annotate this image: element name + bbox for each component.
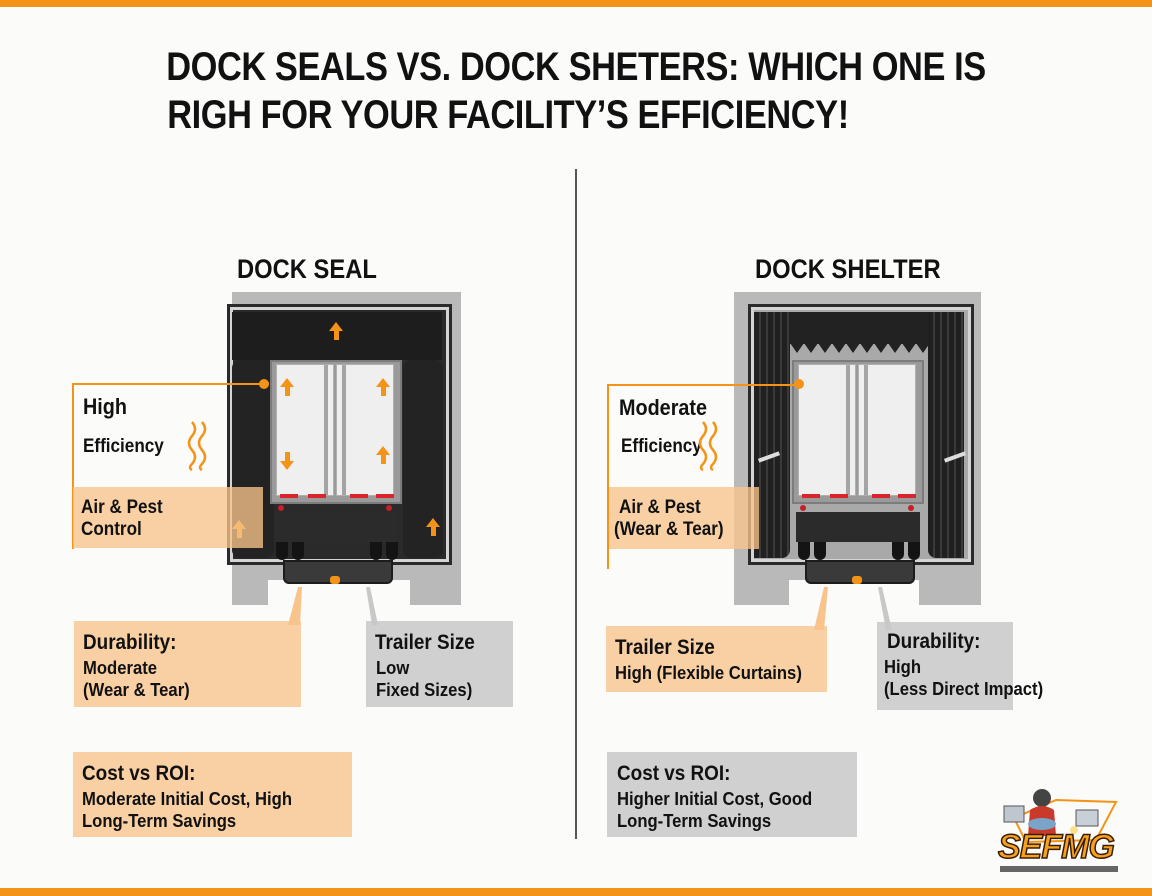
shelter-cost-roi-box: Cost vs ROI: Higher Initial Cost, Good L… <box>607 752 857 837</box>
logo-text: SEFMG <box>997 827 1115 867</box>
shelter-trailer-size-value: High (Flexible Curtains) <box>615 662 802 683</box>
seal-cost-roi-title: Cost vs ROI: <box>82 762 196 785</box>
seal-durability-title: Durability: <box>83 631 177 654</box>
right-curtain <box>928 312 964 558</box>
shelter-pointers <box>814 587 892 630</box>
seal-air-pest-line-1: Air & Pest <box>81 497 163 518</box>
page-title-line-2: RIGH FOR YOUR FACILITY’S EFFICIENCY! <box>167 93 849 137</box>
shelter-efficiency-level: Moderate <box>619 395 708 420</box>
welder-logo-icon: SEFMG <box>996 780 1126 876</box>
left-curtain <box>754 312 790 558</box>
shelter-trailer-size-title: Trailer Size <box>615 636 715 659</box>
dock-shelter-heading: DOCK SHELTER <box>755 254 941 284</box>
section-divider <box>575 169 577 839</box>
seal-durability-box: Durability: Moderate (Wear & Tear) <box>74 621 301 707</box>
seal-cost-roi-value: Moderate Initial Cost, High Long-Term Sa… <box>82 788 292 831</box>
seal-efficiency-label: Efficiency <box>83 436 164 457</box>
seal-cost-roi-box: Cost vs ROI: Moderate Initial Cost, High… <box>73 752 352 837</box>
seal-pointers <box>288 587 378 625</box>
callout-bracket <box>72 383 74 549</box>
callout-dot <box>259 379 269 389</box>
bottom-accent-bar <box>0 888 1152 896</box>
seal-air-pest-box: Air & Pest Control <box>73 487 263 548</box>
shelter-trailer-size-box: Trailer Size High (Flexible Curtains) <box>606 626 827 692</box>
dock-seal-heading: DOCK SEAL <box>237 254 377 284</box>
heat-wave-icon <box>698 421 718 472</box>
callout-dot <box>794 379 804 389</box>
heat-wave-icon <box>187 421 207 472</box>
efficiency-callout-line <box>72 383 264 385</box>
valance-fringe <box>788 343 930 353</box>
shelter-air-pest-box: Air & Pest (Wear & Tear) <box>609 487 759 549</box>
top-accent-bar <box>0 0 1152 7</box>
callout-bracket <box>607 384 609 569</box>
shelter-cost-roi-title: Cost vs ROI: <box>617 762 731 785</box>
shelter-air-pest-line-1: Air & Pest <box>619 497 701 518</box>
shelter-durability-value: High (Less Direct Impact) <box>884 656 1044 699</box>
page-title-line-1: DOCK SEALS VS. DOCK SHETERS: WHICH ONE I… <box>166 45 986 89</box>
seal-trailer-size-value: Low Fixed Sizes) <box>376 657 473 700</box>
seal-trailer-size-box: Trailer Size Low Fixed Sizes) <box>366 621 513 707</box>
shelter-air-pest-line-2: (Wear & Tear) <box>614 519 724 540</box>
right-seal-pad <box>403 360 443 558</box>
seal-trailer-size-title: Trailer Size <box>375 631 475 654</box>
seal-air-pest-line-2: Control <box>81 519 142 540</box>
seal-efficiency-level: High <box>83 394 128 419</box>
shelter-efficiency-label: Efficiency <box>621 436 702 457</box>
logo-tagline <box>1000 866 1118 872</box>
shelter-durability-box: Durability: High (Less Direct Impact) <box>877 622 1043 710</box>
efficiency-callout-line <box>607 384 801 386</box>
seal-durability-value: Moderate (Wear & Tear) <box>83 657 190 700</box>
shelter-durability-title: Durability: <box>887 630 981 653</box>
shelter-cost-roi-value: Higher Initial Cost, Good Long-Term Savi… <box>617 788 813 831</box>
